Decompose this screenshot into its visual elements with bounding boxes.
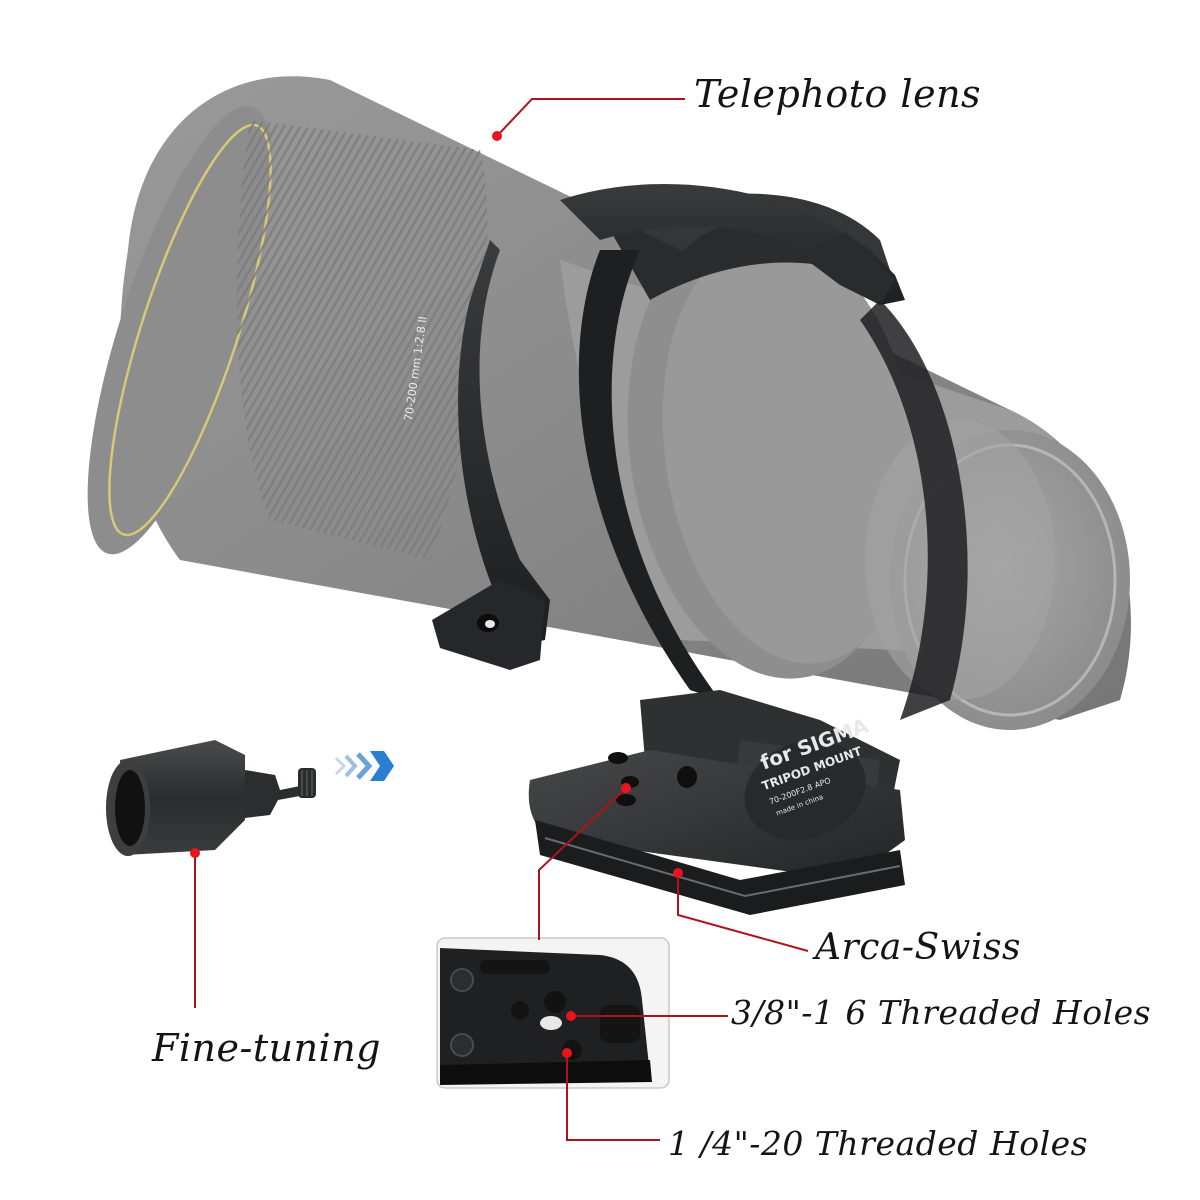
fine-tuning-adapter bbox=[106, 740, 316, 856]
arca-swiss-foot bbox=[528, 690, 905, 915]
callout-line-14 bbox=[566, 1053, 660, 1141]
label-fine-tuning: Fine-tuning bbox=[152, 1026, 381, 1070]
inset-plate-detail bbox=[436, 937, 670, 1089]
label-threaded-38: 3/8"-1 6 Threaded Holes bbox=[731, 993, 1152, 1032]
label-arca-swiss: Arca-Swiss bbox=[815, 927, 1021, 968]
callout-line-telephoto bbox=[496, 98, 685, 137]
chevron-right-arrow-icon bbox=[334, 751, 394, 781]
callout-line-arca-top-hole bbox=[538, 787, 627, 940]
callout-line-arca bbox=[677, 873, 809, 952]
callout-dots bbox=[190, 131, 683, 1058]
label-threaded-14: 1 /4"-20 Threaded Holes bbox=[668, 1124, 1089, 1163]
callout-lines bbox=[194, 98, 809, 1141]
tripod-ring-clamp bbox=[432, 184, 968, 720]
label-telephoto-lens: Telephoto lens bbox=[694, 72, 982, 116]
